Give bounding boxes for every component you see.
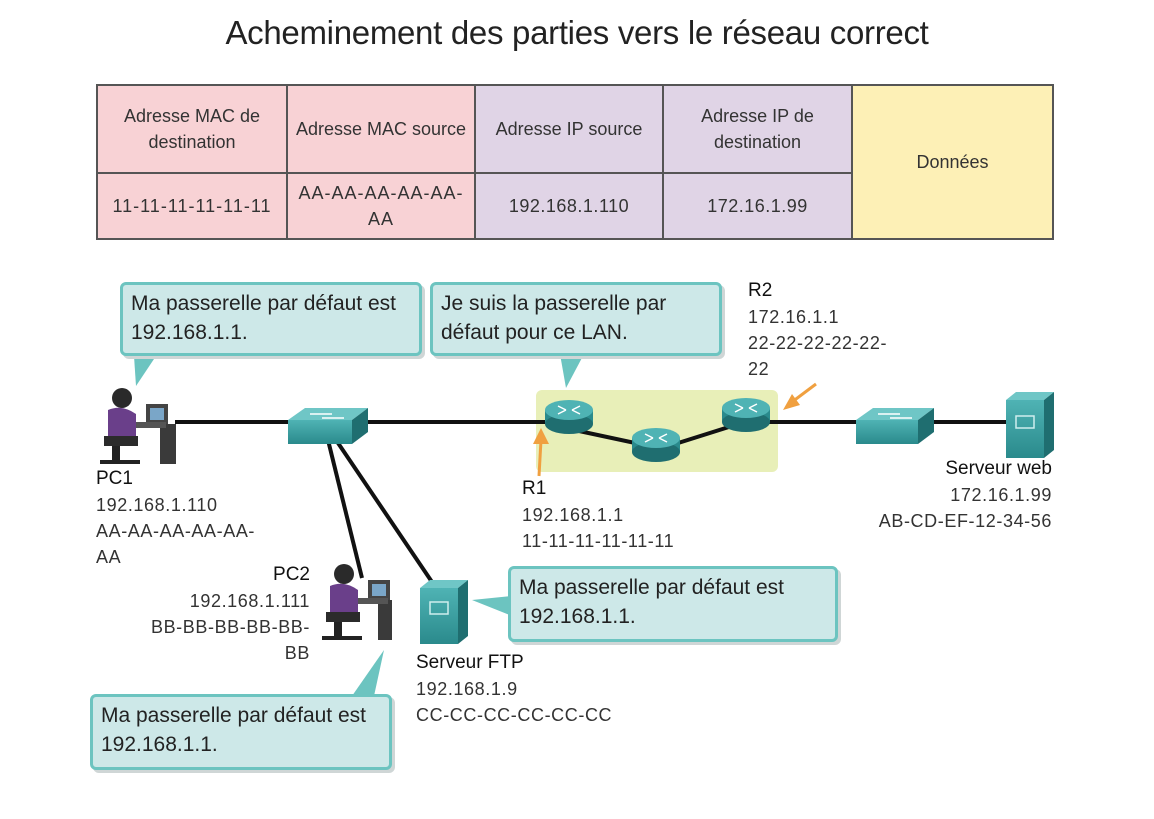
callout-pointer <box>560 354 584 388</box>
callout-ftp: Ma passerelle par défaut est 192.168.1.1… <box>508 566 838 642</box>
switch-icon <box>856 408 934 444</box>
pc-user-icon <box>322 564 392 640</box>
r2-mac-line2: 22 <box>748 359 770 379</box>
router-icon <box>722 398 770 432</box>
pc1-name: PC1 <box>96 468 133 489</box>
page-title: Acheminement des parties vers le réseau … <box>225 14 929 51</box>
callout-pc2: Ma passerelle par défaut est 192.168.1.1… <box>90 694 392 770</box>
r2-mac-line1: 22-22-22-22-22- <box>748 333 888 353</box>
server-icon <box>1006 392 1054 458</box>
frame-table: Adresse MAC de destination Adresse MAC s… <box>96 84 1054 240</box>
web-mac: AB-CD-EF-12-34-56 <box>878 511 1052 531</box>
switch-icon <box>288 408 368 444</box>
ftp-label: Serveur FTP 192.168.1.9 CC-CC-CC-CC-CC-C… <box>416 650 612 728</box>
r1-name: R1 <box>522 478 547 499</box>
callout-r1: Je suis la passerelle par défaut pour ce… <box>430 282 722 356</box>
pc2-ip: 192.168.1.111 <box>189 591 310 611</box>
web-name: Serveur web <box>945 458 1052 479</box>
callout-pointer <box>134 356 156 386</box>
callout-pc1: Ma passerelle par défaut est 192.168.1.1… <box>120 282 422 356</box>
pc-user-icon <box>100 388 176 464</box>
pc1-mac-line1: AA-AA-AA-AA-AA- <box>96 521 256 541</box>
header-dest-mac: Adresse MAC de destination <box>96 84 288 174</box>
r1-label: R1 192.168.1.1 11-11-11-11-11-11 <box>522 476 674 554</box>
header-data: Données <box>851 84 1054 240</box>
cable-switch-ftp <box>334 438 434 584</box>
value-src-mac: AA-AA-AA-AA-AA-AA <box>286 172 476 240</box>
r1-ip: 192.168.1.1 <box>522 505 624 525</box>
r2-ip: 172.16.1.1 <box>748 307 840 327</box>
server-icon <box>420 580 468 644</box>
router-icon <box>632 428 680 462</box>
header-src-mac: Adresse MAC source <box>286 84 476 174</box>
header-dest-ip: Adresse IP de destination <box>662 84 853 174</box>
pc1-ip: 192.168.1.110 <box>96 495 218 515</box>
ftp-mac: CC-CC-CC-CC-CC-CC <box>416 705 613 725</box>
r2-name: R2 <box>748 280 773 301</box>
pc1-label: PC1 192.168.1.110 AA-AA-AA-AA-AA- AA <box>96 466 255 570</box>
pc2-name: PC2 <box>273 564 310 585</box>
arrow-r2-icon <box>783 382 817 410</box>
value-dest-mac: 11-11-11-11-11-11 <box>96 172 288 240</box>
router-icon <box>545 400 593 434</box>
pc2-label: PC2 192.168.1.111 BB-BB-BB-BB-BB- BB <box>151 562 310 666</box>
pc1-mac-line2: AA <box>96 547 122 567</box>
r2-label: R2 172.16.1.1 22-22-22-22-22- 22 <box>748 278 887 382</box>
value-dest-ip: 172.16.1.99 <box>662 172 853 240</box>
r1-mac: 11-11-11-11-11-11 <box>522 531 675 551</box>
ftp-name: Serveur FTP <box>416 652 524 673</box>
value-src-ip: 192.168.1.110 <box>474 172 664 240</box>
cable-rmid-r2 <box>674 424 733 446</box>
callout-pointer <box>472 596 512 616</box>
web-label: Serveur web 172.16.1.99 AB-CD-EF-12-34-5… <box>879 456 1052 534</box>
ftp-ip: 192.168.1.9 <box>416 679 518 699</box>
cable-switch-pc2 <box>326 439 364 579</box>
arrow-r1-icon <box>533 428 549 477</box>
web-ip: 172.16.1.99 <box>950 485 1052 505</box>
callout-pointer <box>352 650 384 696</box>
header-src-ip: Adresse IP source <box>474 84 664 174</box>
pc2-mac-line2: BB <box>284 643 310 663</box>
pc2-mac-line1: BB-BB-BB-BB-BB- <box>150 617 310 637</box>
